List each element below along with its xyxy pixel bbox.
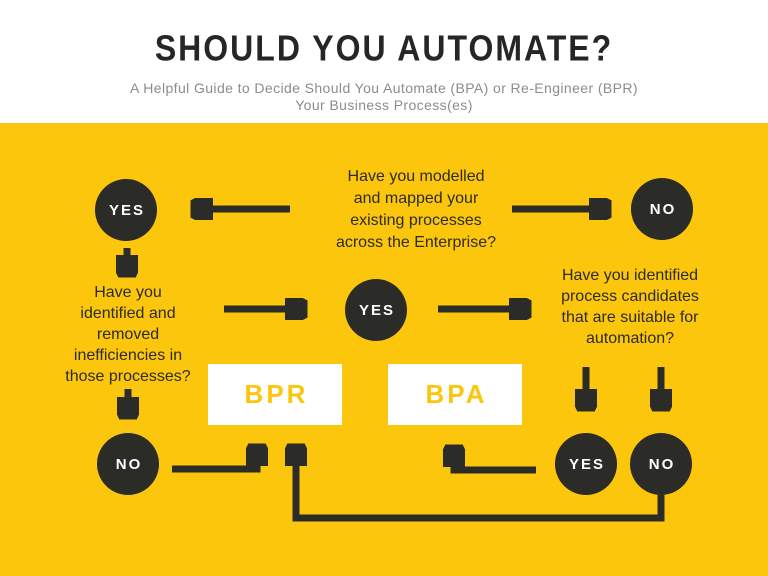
- node-no-bottom-left: NO: [97, 433, 159, 495]
- node-label: NO: [115, 455, 143, 473]
- node-label: YES: [358, 301, 395, 319]
- result-box-bpr: BPR: [208, 364, 342, 425]
- node-label: YES: [568, 455, 605, 473]
- result-label-bpa: BPA: [425, 379, 488, 409]
- node-yes-bottom-right: YES: [555, 433, 617, 495]
- result-label-bpr: BPR: [244, 379, 309, 409]
- page-subtitle: A Helpful Guide to Decide Should You Aut…: [130, 80, 638, 113]
- page-title: SHOULD YOU AUTOMATE?: [154, 28, 614, 69]
- node-no-bottom-right: NO: [630, 433, 692, 495]
- question-modelled-mapped: Have you modelled and mapped your existi…: [335, 168, 497, 251]
- node-no-top-right: NO: [631, 178, 693, 240]
- node-yes-center: YES: [345, 279, 407, 341]
- node-label: YES: [108, 201, 145, 219]
- node-yes-top-left: YES: [95, 179, 157, 241]
- node-label: NO: [648, 455, 676, 473]
- question-automation-candidates: Have you identified process candidates t…: [561, 267, 699, 347]
- question-inefficiencies: Have you identified and removed ineffici…: [65, 284, 191, 385]
- header: SHOULD YOU AUTOMATE? A Helpful Guide to …: [0, 0, 768, 123]
- result-box-bpa: BPA: [388, 364, 522, 425]
- node-label: NO: [649, 200, 677, 218]
